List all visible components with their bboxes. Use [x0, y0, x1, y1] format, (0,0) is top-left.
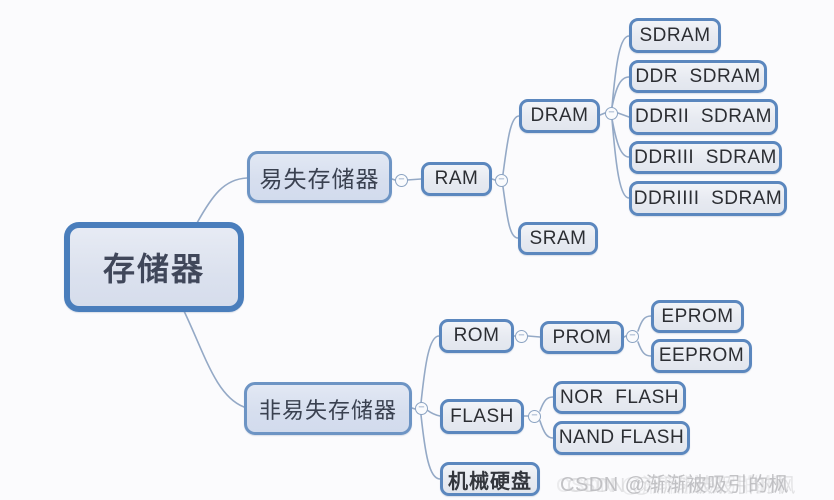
- node-ram[interactable]: RAM: [421, 162, 492, 196]
- node-ddr-sdram[interactable]: DDR SDRAM: [629, 60, 767, 93]
- connector-prom-eeprom: [637, 341, 652, 357]
- connector-prom-eprom: [637, 315, 652, 332]
- node-sram-label: SRAM: [529, 227, 587, 249]
- node-nonvolatile[interactable]: 非易失存储器: [244, 382, 412, 435]
- node-flash-label: FLASH: [450, 405, 514, 427]
- node-ddr3-sdram-label: DDRIII SDRAM: [634, 146, 777, 168]
- node-rom[interactable]: ROM: [439, 319, 514, 353]
- node-hdd[interactable]: 机械硬盘: [440, 462, 540, 496]
- minus-icon: −: [498, 173, 505, 186]
- node-root-label: 存储器: [102, 251, 205, 287]
- collapse-toggle-dram[interactable]: −: [605, 107, 618, 120]
- node-eeprom[interactable]: EEPROM: [651, 339, 752, 373]
- node-nand-flash[interactable]: NAND FLASH: [553, 421, 690, 455]
- node-nonvolatile-label: 非易失存储器: [258, 397, 397, 423]
- collapse-toggle-prom[interactable]: −: [626, 330, 639, 343]
- minus-icon: −: [418, 401, 425, 414]
- minus-icon: −: [531, 409, 538, 422]
- connector-ram-dram: [502, 115, 520, 175]
- node-nor-flash-label: NOR FLASH: [559, 386, 680, 408]
- connector-root-nonvolatile: [183, 310, 245, 408]
- minus-icon: −: [608, 106, 615, 119]
- node-ram-label: RAM: [434, 168, 479, 189]
- node-root[interactable]: 存储器: [64, 222, 244, 312]
- connector-dram-ddr2: [617, 112, 630, 118]
- collapse-toggle-flash[interactable]: −: [528, 410, 541, 423]
- node-ddr2-sdram-label: DDRII SDRAM: [635, 106, 772, 127]
- node-dram-label: DRAM: [530, 105, 589, 126]
- node-ddr-sdram-label: DDR SDRAM: [635, 65, 761, 87]
- node-volatile-label: 易失存储器: [259, 166, 380, 192]
- node-flash[interactable]: FLASH: [440, 399, 524, 434]
- node-prom[interactable]: PROM: [540, 321, 624, 354]
- connector-flash-nand: [539, 420, 554, 439]
- minus-icon: −: [398, 173, 405, 186]
- node-volatile[interactable]: 易失存储器: [247, 151, 392, 203]
- node-eprom-label: EPROM: [661, 305, 734, 327]
- node-ddr3-sdram[interactable]: DDRIII SDRAM: [629, 141, 782, 174]
- node-nor-flash[interactable]: NOR FLASH: [553, 381, 686, 414]
- connector-toggle-ram: [406, 178, 422, 181]
- connector-root-volatile: [196, 177, 248, 224]
- connector-toggle-flash: [426, 409, 441, 417]
- collapse-toggle-volatile[interactable]: −: [395, 174, 408, 187]
- node-ddr4-sdram[interactable]: DDRIIII SDRAM: [629, 181, 787, 216]
- node-rom-label: ROM: [453, 325, 500, 346]
- connector-toggle-prom: [527, 335, 541, 338]
- node-sram[interactable]: SRAM: [518, 222, 598, 255]
- node-ddr4-sdram-label: DDRIIII SDRAM: [633, 187, 783, 209]
- node-eeprom-label: EEPROM: [658, 345, 745, 366]
- collapse-toggle-nonvolatile[interactable]: −: [415, 402, 428, 415]
- node-ddr2-sdram[interactable]: DDRII SDRAM: [629, 99, 778, 135]
- connector-toggle-rom: [420, 335, 440, 404]
- node-hdd-label: 机械硬盘: [448, 470, 532, 493]
- connector-ram-sram: [502, 186, 519, 239]
- connector-dram-ddr3: [611, 118, 630, 158]
- node-eprom[interactable]: EPROM: [651, 300, 744, 333]
- minus-icon: −: [518, 329, 525, 342]
- watermark: CSDN @渐渐被吸引的枫: [560, 474, 790, 496]
- node-prom-label: PROM: [552, 326, 612, 348]
- connector-dram-ddr4: [611, 118, 630, 199]
- connector-flash-nor: [539, 396, 554, 412]
- connector-toggle-hdd: [420, 414, 441, 480]
- connector-dram-sdram: [611, 35, 630, 108]
- node-nand-flash-label: NAND FLASH: [558, 427, 685, 448]
- collapse-toggle-rom[interactable]: −: [515, 330, 528, 343]
- minus-icon: −: [629, 329, 636, 342]
- collapse-toggle-ram[interactable]: −: [495, 174, 508, 187]
- connector-dram-ddr: [611, 76, 630, 108]
- node-sdram-label: SDRAM: [639, 24, 711, 46]
- node-sdram[interactable]: SDRAM: [629, 18, 721, 53]
- node-dram[interactable]: DRAM: [519, 99, 600, 133]
